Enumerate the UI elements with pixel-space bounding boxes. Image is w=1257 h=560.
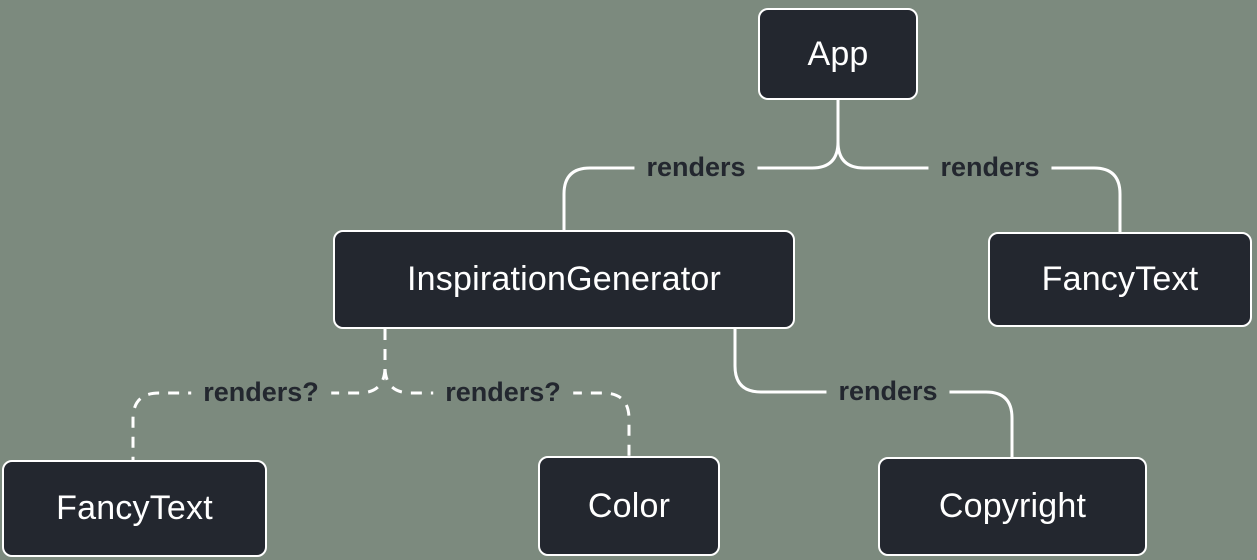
node-fancytext-bottom: FancyText — [2, 460, 267, 557]
edge-label-renders-question-fancytext: renders? — [191, 377, 331, 408]
node-inspirationgenerator: InspirationGenerator — [333, 230, 795, 329]
node-fancytext-top: FancyText — [988, 232, 1252, 327]
edge-inspirationgenerator-to-fancytext — [131, 329, 387, 460]
node-inspirationgenerator-label: InspirationGenerator — [407, 260, 721, 298]
node-copyright-label: Copyright — [938, 487, 1087, 525]
edge-label-renders-app-inspiration: renders — [634, 152, 758, 183]
edge-label-renders-question-color: renders? — [433, 377, 573, 408]
edge-label-renders-copyright: renders — [826, 376, 950, 407]
node-app: App — [758, 8, 918, 100]
node-color-label: Color — [587, 486, 671, 525]
edge-label-renders-app-fancytext: renders — [928, 152, 1052, 183]
node-app-label: App — [807, 34, 869, 73]
node-fancytext-bottom-label: FancyText — [56, 489, 213, 527]
node-copyright: Copyright — [878, 457, 1147, 556]
node-fancytext-top-label: FancyText — [1041, 260, 1199, 298]
edge-inspirationgenerator-to-color — [383, 329, 631, 456]
node-color: Color — [538, 456, 720, 556]
